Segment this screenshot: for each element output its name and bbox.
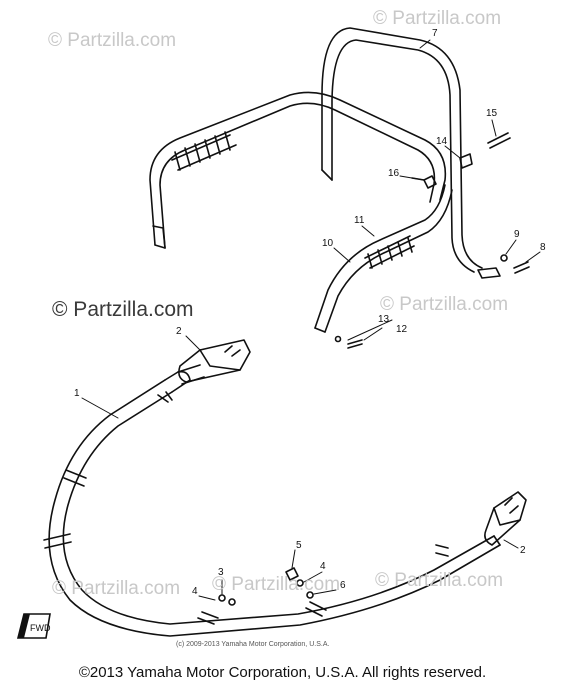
rear-loop-bar	[321, 27, 501, 279]
end-cap-front	[178, 339, 251, 383]
inner-copyright: (c) 2009-2013 Yamaha Motor Corporation, …	[176, 641, 330, 648]
callout-9: 9	[514, 229, 520, 240]
leader-lines	[81, 39, 541, 601]
watermark-lower-right: © Partzilla.com	[375, 570, 504, 591]
end-cap-rear	[484, 491, 527, 546]
callout-15: 15	[486, 108, 498, 119]
callout-6: 6	[340, 580, 346, 591]
callout-16: 16	[388, 168, 400, 179]
watermark-middle-left: © Partzilla.com	[52, 298, 194, 321]
watermark-lower-middle: © Partzilla.com	[212, 574, 341, 595]
callout-13: 13	[378, 314, 390, 325]
callout-14: 14	[436, 136, 448, 147]
fwd-label: FWD	[30, 623, 51, 633]
callout-4-right: 4	[320, 561, 326, 572]
callout-2-front: 2	[176, 326, 182, 337]
callout-4-left: 4	[192, 586, 198, 597]
watermark-lower-left: © Partzilla.com	[52, 578, 181, 599]
callout-10: 10	[322, 238, 334, 249]
callout-5: 5	[296, 540, 302, 551]
callout-2-rear: 2	[520, 545, 526, 556]
callout-7: 7	[432, 28, 438, 39]
main-bumper-frame	[43, 364, 501, 637]
callout-12: 12	[396, 324, 408, 335]
watermark-middle-right: © Partzilla.com	[380, 294, 509, 315]
callout-1: 1	[74, 388, 80, 399]
upper-loop-bar	[149, 91, 447, 249]
hardware-bolts	[218, 132, 530, 606]
callout-3: 3	[218, 567, 224, 578]
watermark-top-left: © Partzilla.com	[48, 30, 177, 51]
side-loop-bar	[314, 184, 453, 333]
fwd-arrow-icon: FWD	[16, 613, 51, 639]
footer-copyright: ©2013 Yamaha Motor Corporation, U.S.A. A…	[78, 664, 487, 681]
callout-8: 8	[540, 242, 546, 253]
watermark-top-right: © Partzilla.com	[373, 8, 502, 29]
callout-11: 11	[354, 215, 365, 226]
